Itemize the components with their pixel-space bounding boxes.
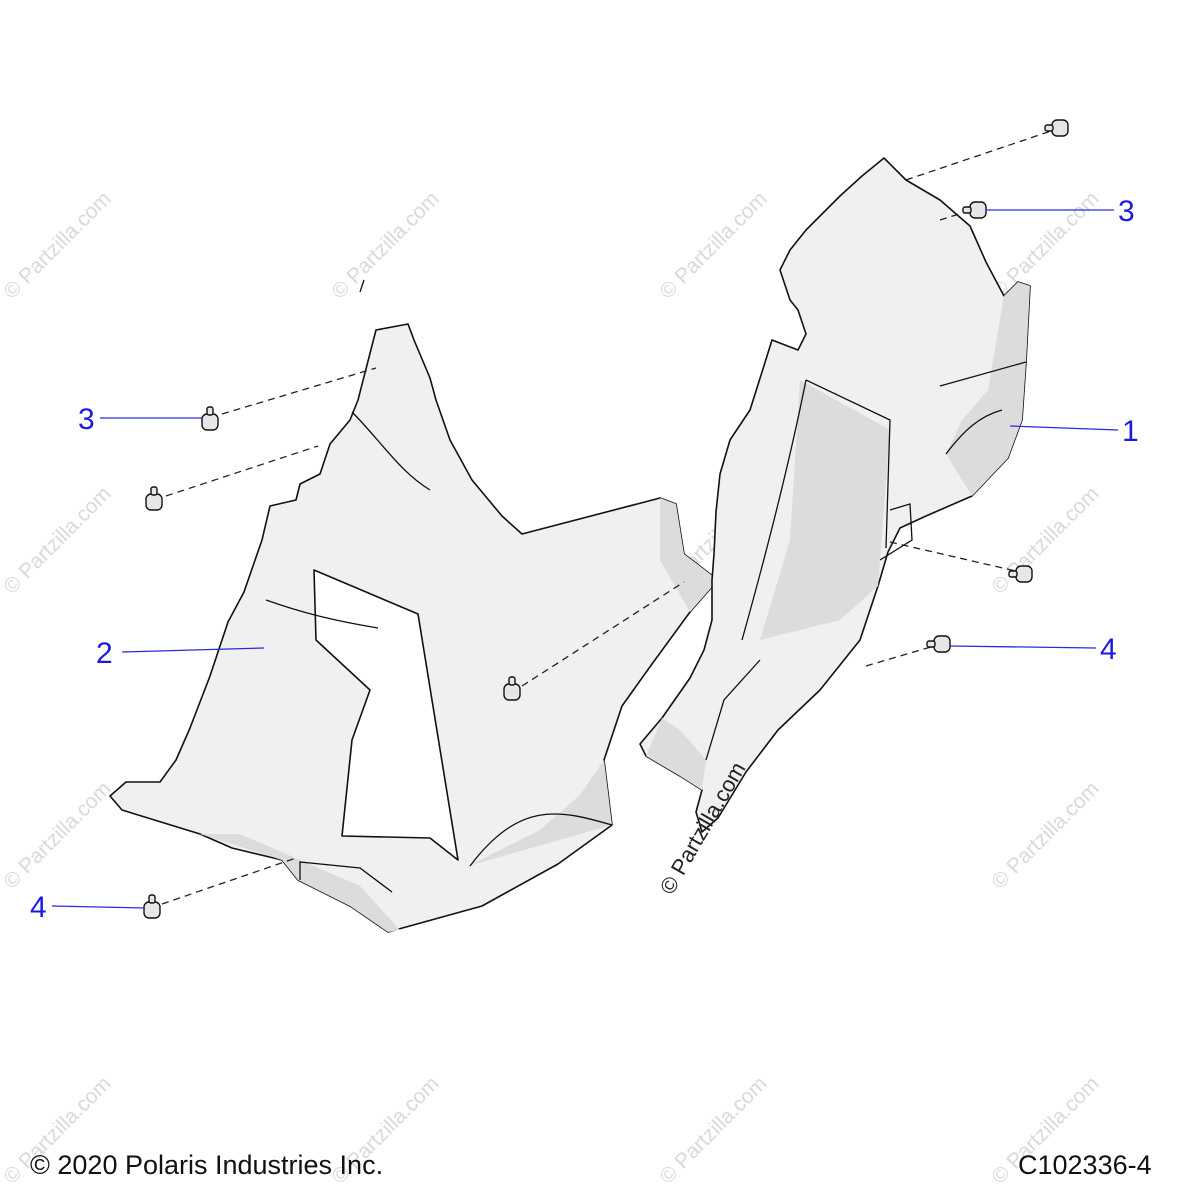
callout-3-left: 3	[78, 403, 95, 436]
callouts: 1 2 3 3 4 4	[30, 195, 1139, 924]
watermark: © Partzilla.com	[987, 187, 1103, 303]
fastener-icon	[143, 894, 161, 919]
callout-4-right: 4	[1100, 633, 1117, 666]
fastener-icon	[145, 486, 163, 511]
fasteners	[143, 119, 1069, 919]
callout-4-left: 4	[30, 891, 47, 924]
watermark: © Partzilla.com	[0, 187, 116, 303]
part-2-left-panel	[109, 279, 719, 933]
copyright-text: © 2020 Polaris Industries Inc.	[30, 1150, 384, 1180]
fastener-icon	[503, 676, 521, 701]
callout-1: 1	[1122, 415, 1139, 448]
callout-2: 2	[96, 637, 113, 670]
watermark: © Partzilla.com	[0, 777, 116, 893]
watermark: © Partzilla.com	[987, 482, 1103, 598]
watermark: © Partzilla.com	[987, 777, 1103, 893]
part-1-right-panel	[639, 157, 1031, 833]
watermark: © Partzilla.com	[327, 187, 443, 303]
figure-id: C102336-4	[1018, 1150, 1152, 1180]
watermark: © Partzilla.com	[0, 482, 116, 598]
assembly-lines	[161, 129, 1055, 905]
callout-leaders	[51, 209, 1119, 909]
fastener-icon	[926, 635, 951, 653]
watermark: © Partzilla.com	[655, 187, 771, 303]
callout-3-right: 3	[1118, 195, 1135, 228]
fastener-icon	[1044, 119, 1069, 137]
fastener-icon	[201, 406, 219, 431]
fastener-icon	[962, 201, 987, 219]
fastener-icon	[1008, 565, 1033, 583]
watermark: © Partzilla.com	[655, 1072, 771, 1188]
